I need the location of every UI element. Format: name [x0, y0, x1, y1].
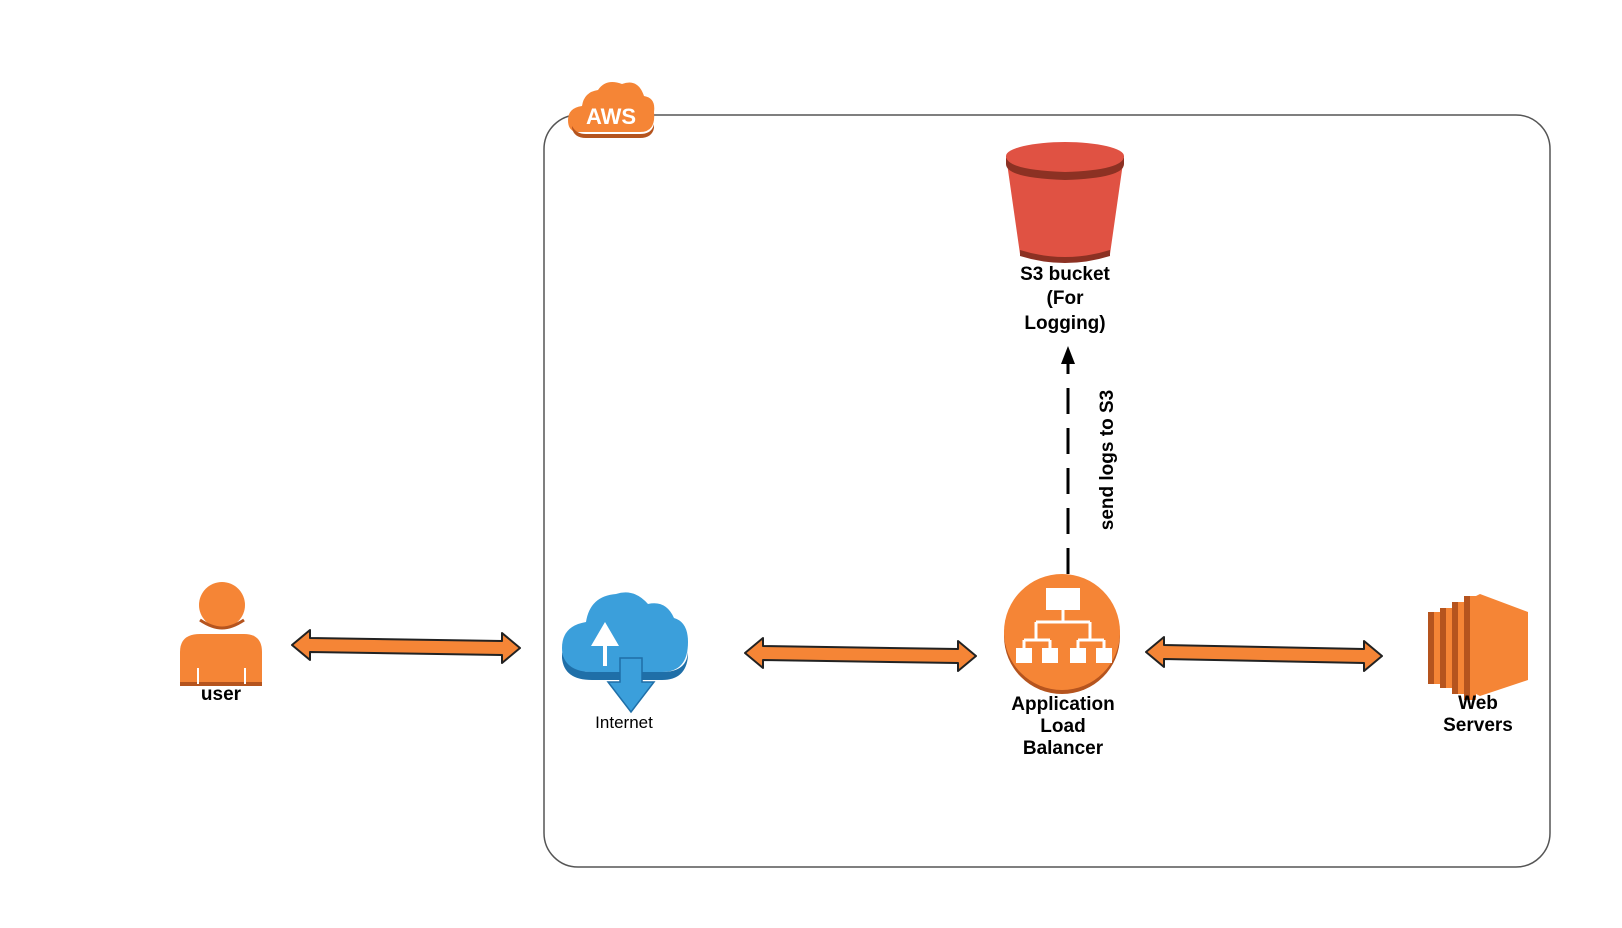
aws-cloud-icon — [568, 82, 655, 138]
s3-label-line-3: Logging) — [1024, 313, 1105, 334]
s3-bucket-icon — [1006, 142, 1124, 263]
web-servers-label-line-2: Servers — [1443, 715, 1513, 736]
alb-webservers-arrow — [1145, 636, 1383, 672]
aws-group: AWS — [543, 82, 1551, 868]
web-servers-icon — [1428, 594, 1528, 700]
logs-edge-label: send logs to S3 — [1097, 390, 1118, 530]
aws-group-label: AWS — [586, 104, 636, 129]
alb-label-line-1: Application — [1011, 694, 1114, 715]
user-label: user — [201, 684, 242, 705]
load-balancer-icon — [1004, 574, 1120, 694]
web-servers-label-line-1: Web — [1458, 693, 1498, 714]
internet-label: Internet — [595, 713, 653, 732]
aws-group-border — [543, 114, 1551, 868]
s3-label-line-2: (For — [1047, 288, 1085, 309]
user-internet-arrow — [291, 629, 521, 664]
internet-alb-arrow — [744, 637, 977, 672]
s3-label-line-1: S3 bucket — [1020, 264, 1110, 285]
internet-cloud-icon — [562, 592, 688, 714]
logs-arrowhead — [1061, 346, 1075, 364]
user-icon — [180, 582, 262, 686]
alb-label-line-2: Load — [1040, 716, 1085, 737]
alb-label-line-3: Balancer — [1023, 738, 1104, 759]
